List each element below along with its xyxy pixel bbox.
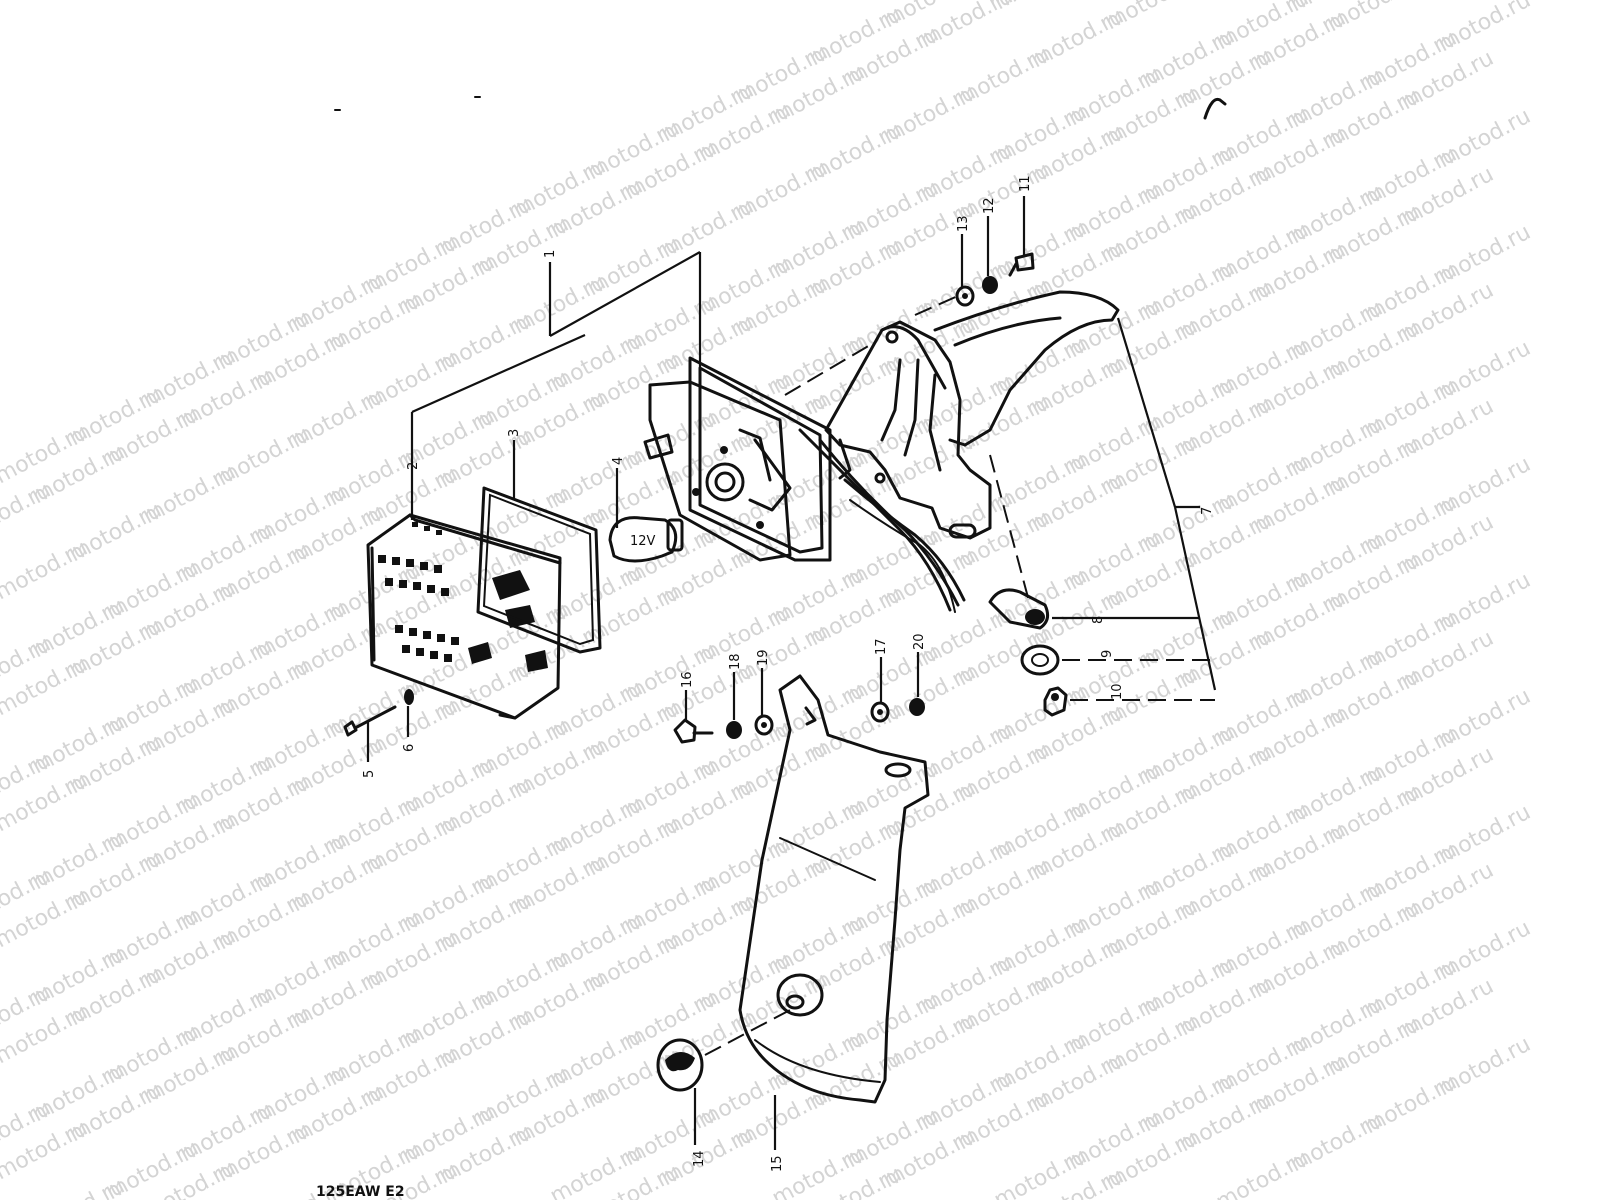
callout-10: 10 xyxy=(1110,683,1125,700)
gasket-part-3 xyxy=(476,440,602,654)
emblem-part-14 xyxy=(656,1009,791,1145)
bulb-mark: 12V xyxy=(630,534,656,549)
callout-19: 19 xyxy=(756,649,771,666)
callout-7-leader xyxy=(1116,317,1217,691)
mud-flap-part-15 xyxy=(738,674,930,1150)
callout-4: 4 xyxy=(611,457,626,465)
callout-8: 8 xyxy=(1091,616,1106,624)
callout-11: 11 xyxy=(1018,175,1033,192)
callout-12: 12 xyxy=(982,197,997,214)
callout-5: 5 xyxy=(362,770,377,778)
lens-prism-pattern xyxy=(378,522,548,672)
callout-1: 1 xyxy=(543,250,558,258)
stray-marks xyxy=(334,96,1227,120)
callout-9: 9 xyxy=(1100,650,1115,658)
assembly-leaders xyxy=(784,294,1031,606)
callout-labels: 1 2 3 4 5 6 7 8 9 10 11 12 13 14 15 16 1… xyxy=(362,175,1215,1172)
grommet-parts-8-9-10 xyxy=(988,588,1215,717)
callout-14: 14 xyxy=(692,1150,707,1167)
callout-20: 20 xyxy=(912,633,927,650)
top-fasteners xyxy=(955,196,1035,307)
callout-18: 18 xyxy=(728,653,743,670)
screw-parts-5-6 xyxy=(343,689,414,762)
bracket-assembly xyxy=(798,290,1120,613)
callout-7: 7 xyxy=(1200,507,1215,515)
lamp-housing xyxy=(643,356,832,562)
callout-15: 15 xyxy=(770,1155,785,1172)
bulb-part-4: 12V xyxy=(608,468,684,563)
callout-1-leader xyxy=(410,251,702,520)
callout-13: 13 xyxy=(956,215,971,232)
callout-17: 17 xyxy=(874,638,889,655)
tail-lens-part-2 xyxy=(366,513,562,720)
diagram-code: 125EAW E2 xyxy=(316,1184,405,1200)
callout-2: 2 xyxy=(406,462,421,470)
callout-6: 6 xyxy=(402,744,417,752)
mid-fasteners xyxy=(673,652,925,744)
callout-16: 16 xyxy=(680,671,695,688)
callout-3: 3 xyxy=(507,429,522,437)
